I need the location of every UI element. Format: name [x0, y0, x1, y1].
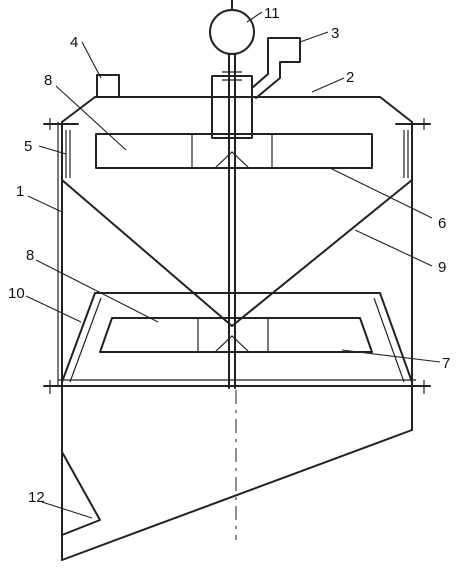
lower-liner-outer: [61, 292, 413, 383]
leader-12: [41, 501, 93, 519]
leader-6: [329, 167, 433, 219]
callout-12: 12: [28, 489, 45, 506]
upper-cone: [61, 179, 413, 327]
upper-hub: [214, 151, 250, 169]
leader-9: [354, 229, 433, 267]
callout-11: 11: [264, 5, 280, 22]
leader-8-upper: [55, 85, 127, 151]
leader-5: [38, 145, 67, 155]
upper-cover: [61, 96, 413, 123]
callout-6: 6: [438, 215, 446, 232]
leader-10: [25, 295, 82, 323]
lower-hub: [214, 335, 250, 353]
shaft-sleeve: [211, 75, 253, 139]
mid-flange-bolts: [49, 380, 425, 394]
leader-11: [246, 11, 263, 23]
leader-1: [27, 195, 63, 213]
callout-5: 5: [24, 138, 32, 155]
callout-3: 3: [331, 25, 339, 42]
upper-liner-left: [65, 130, 71, 178]
leader-8-lower: [35, 259, 159, 323]
leader-2: [311, 77, 345, 93]
callout-8-lower: 8: [26, 247, 34, 264]
callout-2: 2: [346, 69, 354, 86]
callout-7: 7: [442, 355, 450, 372]
feed-inlet: [251, 37, 301, 99]
upper-liner-right: [403, 130, 409, 178]
upper-impeller: [95, 133, 373, 169]
leader-3: [299, 31, 329, 43]
callout-9: 9: [438, 259, 446, 276]
lower-impeller: [99, 317, 373, 353]
vent-pipe: [96, 74, 120, 98]
callout-10: 10: [8, 285, 25, 302]
callout-1: 1: [16, 183, 24, 200]
motor-circle: [209, 9, 255, 55]
discharge-chute: [61, 395, 413, 561]
leader-4: [81, 41, 102, 79]
leader-7: [341, 349, 441, 363]
callout-8-upper: 8: [44, 72, 52, 89]
upper-flange-bolts: [49, 118, 425, 130]
shaft-coupling: [222, 71, 242, 81]
callout-4: 4: [70, 34, 78, 51]
lower-liner-inner: [69, 297, 405, 383]
